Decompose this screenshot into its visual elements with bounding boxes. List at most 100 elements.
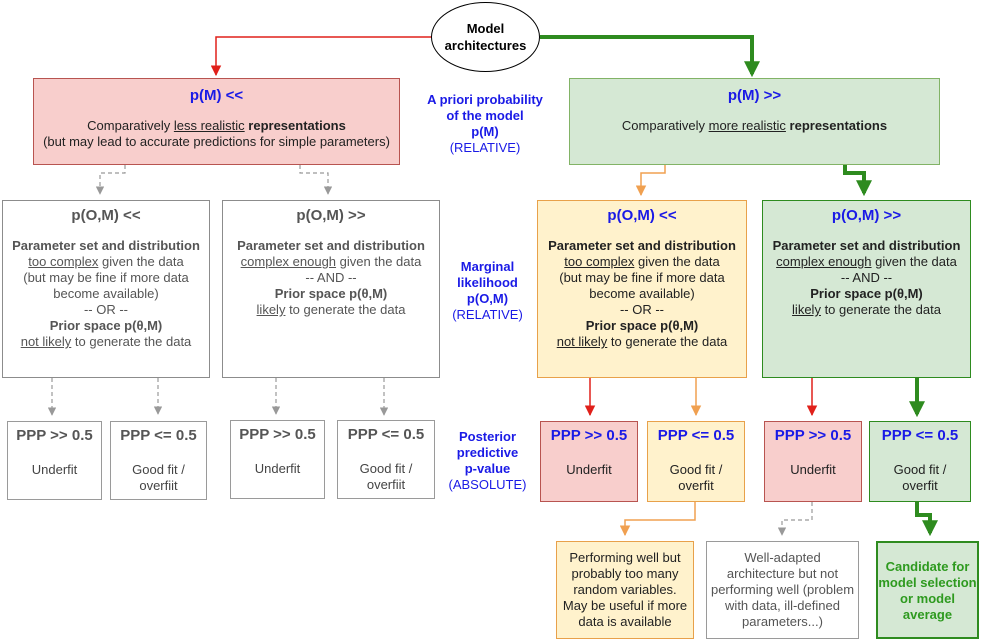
arrow-prior-high-to-marginal-low: [635, 165, 666, 197]
generate-line: not likely to generate the data: [20, 334, 192, 349]
side-label-ppp: Posterior predictive p-value (ABSOLUTE): [448, 429, 527, 492]
outcome-line: probably too many: [571, 566, 679, 581]
param-label: Parameter set and distribution: [772, 238, 961, 253]
outcome-line: May be useful if more: [562, 598, 688, 613]
ppp-label: PPP <= 0.5: [881, 427, 959, 444]
marginal-grey-high-title: p(O,M) >>: [296, 207, 366, 224]
fit-label-2: overfit: [902, 478, 938, 493]
outcome-line: average: [902, 607, 953, 622]
arrow-ppp-to-outcome-green: [915, 502, 938, 537]
fit-label: Underfit: [31, 462, 78, 477]
generate-line: not likely to generate the data: [556, 334, 728, 349]
ppp-grey-1-high: PPP >> 0.5 Underfit: [7, 421, 102, 500]
side-label-prior: A priori probability of the model p(M) (…: [427, 92, 543, 155]
outcome-line: Candidate for: [885, 559, 970, 574]
param-label: Parameter set and distribution: [12, 238, 200, 253]
outcome-green-box: Candidate for model selection or model a…: [876, 541, 979, 639]
ppp-label: PPP <= 0.5: [120, 427, 197, 444]
generate-line: likely to generate the data: [792, 302, 941, 317]
outcome-line: architecture but not: [726, 566, 839, 581]
and-separator: -- AND --: [305, 270, 357, 285]
arrow-ppp-to-outcome-grey: [777, 502, 813, 536]
fit-label-2: overfit: [678, 478, 714, 493]
ppp-green-high: PPP >> 0.5 Underfit: [764, 421, 862, 502]
param-label: Parameter set and distribution: [237, 238, 425, 253]
fit-label: Good fit /: [893, 462, 947, 477]
complexity-line: too complex given the data: [28, 254, 184, 269]
outcome-line: data is available: [578, 614, 672, 629]
root-line1: Model: [466, 21, 505, 36]
prior-low-note: (but may lead to accurate predictions fo…: [43, 134, 390, 149]
fit-label-2: overfiit: [139, 478, 178, 493]
generate-line: likely to generate the data: [256, 302, 406, 317]
ppp-grey-2-high: PPP >> 0.5 Underfit: [230, 420, 325, 499]
ppp-label: PPP >> 0.5: [774, 427, 852, 444]
complexity-line: complex enough given the data: [776, 254, 957, 269]
marginal-grey-low-box: p(O,M) << Parameter set and distribution…: [2, 200, 210, 378]
ppp-grey-2-low: PPP <= 0.5 Good fit / overfiit: [337, 420, 435, 499]
arrow-prior-high-to-marginal-high: [843, 165, 872, 197]
prior-space-label: Prior space p(θ,M): [274, 286, 388, 301]
prior-low-desc: Comparatively less realistic representat…: [87, 118, 346, 133]
ppp-label: PPP <= 0.5: [657, 427, 735, 444]
arrow-prior-low-to-marginal-low: [95, 165, 126, 195]
ppp-label: PPP >> 0.5: [239, 426, 316, 443]
outcome-line: performing well (problem: [710, 582, 855, 597]
ppp-yellow-low: PPP <= 0.5 Good fit / overfit: [647, 421, 745, 502]
fit-label: Good fit /: [669, 462, 723, 477]
outcome-line: Well-adapted: [744, 550, 821, 565]
marginal-green-title: p(O,M) >>: [831, 207, 902, 224]
prior-high-desc: Comparatively more realistic representat…: [621, 118, 888, 133]
fine-line1: (but may be fine if more data: [559, 270, 725, 285]
arrow-root-to-prior-high: [540, 35, 760, 78]
and-separator: -- AND --: [840, 270, 893, 285]
outcome-line: or model: [900, 591, 955, 606]
ppp-label: PPP <= 0.5: [347, 426, 425, 443]
prior-low-box: p(M) << Comparatively less realistic rep…: [33, 78, 400, 165]
fine-line2: become available): [53, 286, 159, 301]
ppp-green-low: PPP <= 0.5 Good fit / overfit: [869, 421, 971, 502]
model-architectures-node: Model architectures: [431, 2, 540, 72]
outcome-line: Performing well but: [569, 550, 681, 565]
outcome-line: model selection: [878, 575, 977, 590]
marginal-grey-high-box: p(O,M) >> Parameter set and distribution…: [222, 200, 440, 378]
fine-line2: become available): [589, 286, 695, 301]
prior-space-label: Prior space p(θ,M): [810, 286, 923, 301]
complexity-line: complex enough given the data: [240, 254, 422, 269]
arrow-ppp-to-outcome-yellow: [619, 502, 696, 537]
fit-label-2: overfiit: [366, 477, 406, 492]
root-line2: architectures: [444, 38, 527, 53]
prior-space-label: Prior space p(θ,M): [585, 318, 699, 333]
outcome-line: parameters...): [742, 614, 823, 629]
prior-high-title: p(M) >>: [727, 87, 782, 104]
fit-label: Underfit: [566, 462, 612, 477]
param-label: Parameter set and distribution: [548, 238, 736, 253]
fit-label: Underfit: [254, 461, 301, 476]
complexity-line: too complex given the data: [564, 254, 720, 269]
outcome-line: with data, ill-defined: [725, 598, 840, 613]
marginal-yellow-box: p(O,M) << Parameter set and distribution…: [537, 200, 747, 378]
marginal-yellow-title: p(O,M) <<: [607, 207, 677, 224]
side-label-marginal: Marginal likelihood p(O,M) (RELATIVE): [452, 259, 523, 322]
prior-space-label: Prior space p(θ,M): [49, 318, 163, 333]
fit-label: Good fit /: [359, 461, 413, 476]
outcome-yellow-box: Performing well but probably too many ra…: [556, 541, 694, 639]
fit-label: Good fit /: [132, 462, 185, 477]
marginal-green-box: p(O,M) >> Parameter set and distribution…: [762, 200, 971, 378]
ppp-grey-1-low: PPP <= 0.5 Good fit / overfiit: [110, 421, 207, 500]
or-separator: -- OR --: [83, 302, 129, 317]
outcome-line: random variables.: [573, 582, 677, 597]
arrow-root-to-prior-low: [210, 36, 431, 77]
ppp-label: PPP >> 0.5: [550, 427, 628, 444]
outcome-grey-box: Well-adapted architecture but not perfor…: [706, 541, 859, 639]
ppp-yellow-high: PPP >> 0.5 Underfit: [540, 421, 638, 502]
marginal-grey-low-title: p(O,M) <<: [71, 207, 141, 224]
prior-high-box: p(M) >> Comparatively more realistic rep…: [569, 78, 940, 165]
fine-line1: (but may be fine if more data: [23, 270, 189, 285]
arrow-prior-low-to-marginal-high: [299, 165, 333, 195]
prior-low-title: p(M) <<: [189, 87, 244, 104]
fit-label: Underfit: [790, 462, 836, 477]
ppp-label: PPP >> 0.5: [16, 427, 93, 444]
or-separator: -- OR --: [619, 302, 665, 317]
